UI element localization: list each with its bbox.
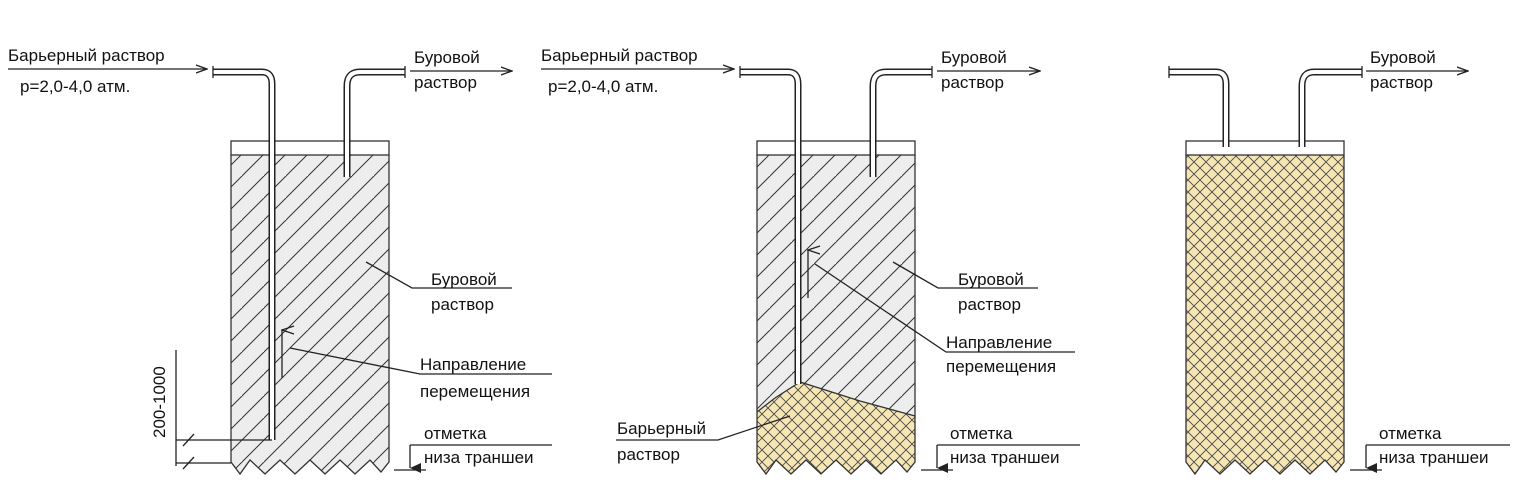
bottom-label-2: низа траншеи	[950, 448, 1060, 467]
drill-pipe-1	[343, 66, 406, 177]
dimension-label: 200-1000	[150, 366, 169, 438]
trench-3	[1185, 140, 1345, 476]
drill-out-label-2: раствор	[1370, 73, 1433, 92]
bottom-label-1: отметка	[950, 424, 1013, 443]
guide-wall	[756, 140, 916, 156]
left-pipe-3	[1168, 66, 1230, 147]
barrier-inlet-label: Барьерный раствор	[8, 46, 165, 65]
drilling-mud-hatch	[757, 155, 915, 416]
trench-2	[756, 140, 916, 476]
direction-leader	[814, 263, 1075, 353]
bottom-label-1: отметка	[1379, 424, 1442, 443]
drill-out-label-2: раствор	[414, 73, 477, 92]
direction-label-1: Направление	[420, 355, 526, 374]
barrier-pipe-2	[739, 66, 802, 384]
barrier-leader	[616, 415, 791, 441]
trench-outline	[756, 155, 916, 476]
bottom-label-2: низа траншеи	[1379, 448, 1489, 467]
bottom-label-1: отметка	[424, 424, 487, 443]
drill-out-label-2: раствор	[941, 73, 1004, 92]
barrier-hatch	[757, 382, 915, 474]
mud-leader	[892, 261, 1038, 289]
direction-label-2: перемещения	[946, 357, 1056, 376]
bottom-label-2: низа траншеи	[424, 448, 534, 467]
barrier-inlet-label: Барьерный раствор	[541, 46, 698, 65]
trench-1	[230, 140, 390, 476]
direction-label-1: Направление	[946, 333, 1052, 352]
guide-wall	[230, 140, 390, 156]
right-pipe-3	[1298, 66, 1363, 147]
barrier-pipe-1	[212, 66, 276, 440]
direction-label-2: перемещения	[420, 382, 530, 401]
drill-out-label-1: Буровой	[414, 48, 480, 67]
dimension-200-1000: 200-1000	[150, 350, 272, 470]
drilling-mud-hatch	[231, 155, 389, 474]
mud-label-1: Буровой	[958, 270, 1024, 289]
barrier-hatch	[1186, 155, 1344, 474]
pressure-label: р=2,0-4,0 атм.	[548, 77, 658, 96]
mud-label-1: Буровой	[431, 270, 497, 289]
drill-out-label-1: Буровой	[1370, 48, 1436, 67]
mud-label-2: раствор	[431, 295, 494, 314]
direction-leader	[289, 347, 552, 375]
pressure-label: р=2,0-4,0 атм.	[20, 77, 130, 96]
mud-leader	[365, 261, 512, 289]
mud-label-2: раствор	[958, 295, 1021, 314]
drill-pipe-2	[869, 66, 933, 177]
barrier-label-2: раствор	[617, 445, 680, 464]
guide-wall	[1185, 140, 1345, 156]
panel-3: Буровой раствор отметка низа траншеи	[1168, 48, 1510, 476]
trench-outline	[1185, 155, 1345, 476]
drill-out-label-1: Буровой	[941, 48, 1007, 67]
panel-2: Барьерный раствор р=2,0-4,0 атм. Буровой…	[541, 46, 1080, 476]
trench-outline	[230, 155, 390, 476]
barrier-label-1: Барьерный	[617, 419, 706, 438]
panel-1: Барьерный раствор р=2,0-4,0 атм. Буровой…	[8, 46, 552, 476]
